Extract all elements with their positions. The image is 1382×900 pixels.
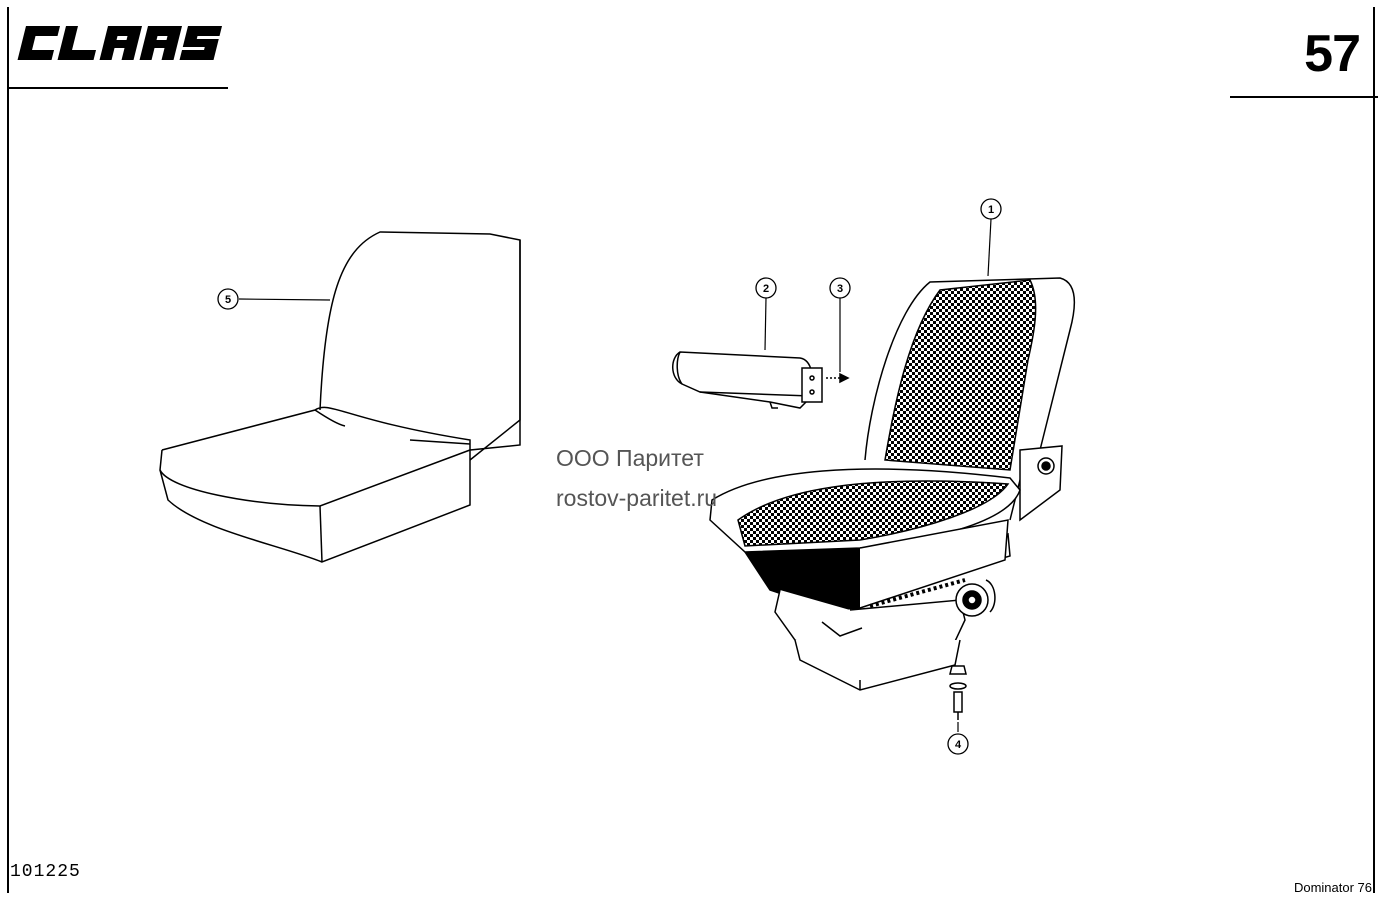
- svg-text:2: 2: [763, 283, 769, 295]
- leader-lines: [238, 218, 992, 732]
- armrest-part: [672, 351, 823, 409]
- callout-5: 5: [217, 288, 239, 310]
- watermark-site: rostov-paritet.ru: [556, 485, 718, 511]
- claas-logo: [17, 26, 223, 60]
- model-name: Dominator 76: [1293, 880, 1372, 895]
- svg-text:5: 5: [225, 294, 231, 306]
- page-border: [7, 7, 1375, 893]
- screw-part: [826, 372, 850, 384]
- svg-text:1: 1: [988, 204, 994, 216]
- callout-4: 4: [947, 733, 969, 755]
- callout-1: 1: [980, 198, 1002, 220]
- fastener-part: [949, 665, 967, 720]
- svg-text:3: 3: [837, 283, 843, 295]
- callout-2: 2: [755, 277, 777, 299]
- seat-cover-part: [159, 231, 521, 563]
- driver-seat-part: [709, 277, 1076, 691]
- watermark: ООО Паритет rostov-paritet.ru: [556, 438, 717, 518]
- svg-text:4: 4: [955, 739, 962, 751]
- header-right-rule: [1230, 96, 1378, 98]
- header-left-rule: [8, 87, 228, 89]
- page-number: 57: [1304, 25, 1361, 83]
- callout-3: 3: [829, 277, 851, 299]
- watermark-company: ООО Паритет: [556, 445, 704, 471]
- drawing-number: 101225: [10, 862, 81, 882]
